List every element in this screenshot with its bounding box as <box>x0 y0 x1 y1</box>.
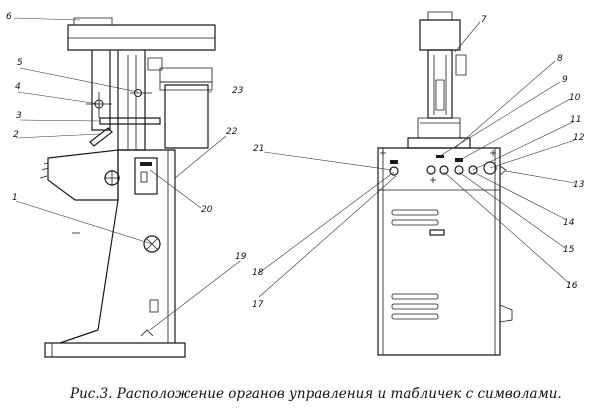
right-column-lines <box>433 55 447 115</box>
callout-1: 1 <box>12 193 18 203</box>
callout-17: 17 <box>252 300 264 310</box>
leader-2 <box>15 133 101 139</box>
leader-17 <box>258 175 397 298</box>
leader-20 <box>149 169 202 209</box>
right-spindle <box>435 79 445 111</box>
callout-2: 2 <box>13 130 19 140</box>
leader-16 <box>443 171 571 285</box>
callout-14: 14 <box>563 218 575 228</box>
left-switch-19 <box>149 299 159 313</box>
callout-15: 15 <box>563 245 575 255</box>
right-cabinet <box>377 147 501 356</box>
callout-21: 21 <box>253 144 265 154</box>
right-side-foot <box>499 304 513 323</box>
leader-14 <box>472 171 566 220</box>
leader-15 <box>458 171 566 249</box>
callout-3: 3 <box>16 111 22 121</box>
left-head-hatching <box>39 162 49 179</box>
callout-4: 4 <box>15 82 21 92</box>
left-machine <box>39 17 216 358</box>
left-switch-19-arrow <box>140 329 154 337</box>
left-handwheel-1 <box>143 235 161 253</box>
callout-12: 12 <box>573 133 585 143</box>
right-top-cap <box>427 11 453 21</box>
right-machine <box>377 11 513 356</box>
left-top-cap <box>73 17 113 26</box>
left-spindle-column <box>91 50 111 131</box>
right-control-panel <box>378 147 501 191</box>
left-handle-4-cross <box>86 92 112 118</box>
leader-8 <box>454 60 556 149</box>
leader-11 <box>472 121 574 171</box>
left-plate-20-slot <box>140 171 148 183</box>
callout-13: 13 <box>573 180 585 190</box>
leader-9 <box>439 81 561 157</box>
right-top-head-7 <box>419 19 461 51</box>
leader-5 <box>19 67 139 93</box>
left-control-head <box>47 149 119 201</box>
right-door-handle <box>429 229 445 236</box>
right-cabinet-edges <box>382 148 496 355</box>
right-panel-controls <box>380 150 507 183</box>
figure-caption: Рис.3. Расположение органов управления и… <box>70 386 562 402</box>
callout-23: 23 <box>232 86 244 96</box>
left-plate-20-mark <box>140 162 152 166</box>
callout-19: 19 <box>235 252 247 262</box>
left-plate-20 <box>134 157 158 195</box>
right-vent-slots <box>391 209 439 320</box>
leader-4 <box>17 91 100 105</box>
right-work-head <box>417 117 461 139</box>
left-motor-body <box>164 84 209 149</box>
left-dial-cross <box>104 170 120 186</box>
callout-8: 8 <box>557 54 563 64</box>
callout-7: 7 <box>481 15 487 25</box>
left-motor-coupling <box>159 67 213 83</box>
leader-10 <box>459 98 571 161</box>
leader-21 <box>263 151 393 171</box>
callout-10: 10 <box>569 93 581 103</box>
callout-22: 22 <box>226 127 238 137</box>
left-motor-bracket <box>147 57 163 71</box>
left-column-lines <box>127 55 137 150</box>
callout-6: 6 <box>6 12 12 22</box>
callout-16: 16 <box>566 281 578 291</box>
callout-20: 20 <box>201 205 213 215</box>
callout-18: 18 <box>252 268 264 278</box>
left-table-3 <box>99 117 161 125</box>
leader-1 <box>15 200 153 245</box>
leader-12 <box>489 139 576 169</box>
leader-19 <box>149 260 241 331</box>
left-top-head <box>67 24 216 51</box>
leader-13 <box>505 170 576 184</box>
left-base <box>44 342 186 358</box>
leader-7 <box>454 21 481 53</box>
left-motor-cap <box>159 81 213 91</box>
callout-9: 9 <box>562 75 568 85</box>
leader-lines <box>13 17 576 331</box>
right-head-side <box>455 54 467 76</box>
callout-5: 5 <box>17 58 23 68</box>
left-main-column <box>117 50 146 151</box>
leader-18 <box>258 171 395 274</box>
leader-22 <box>174 135 227 179</box>
left-lever-2 <box>89 127 113 147</box>
callout-11: 11 <box>570 115 582 125</box>
leader-6 <box>13 17 81 21</box>
leader-3 <box>19 119 101 122</box>
right-spindle-column <box>427 49 453 119</box>
